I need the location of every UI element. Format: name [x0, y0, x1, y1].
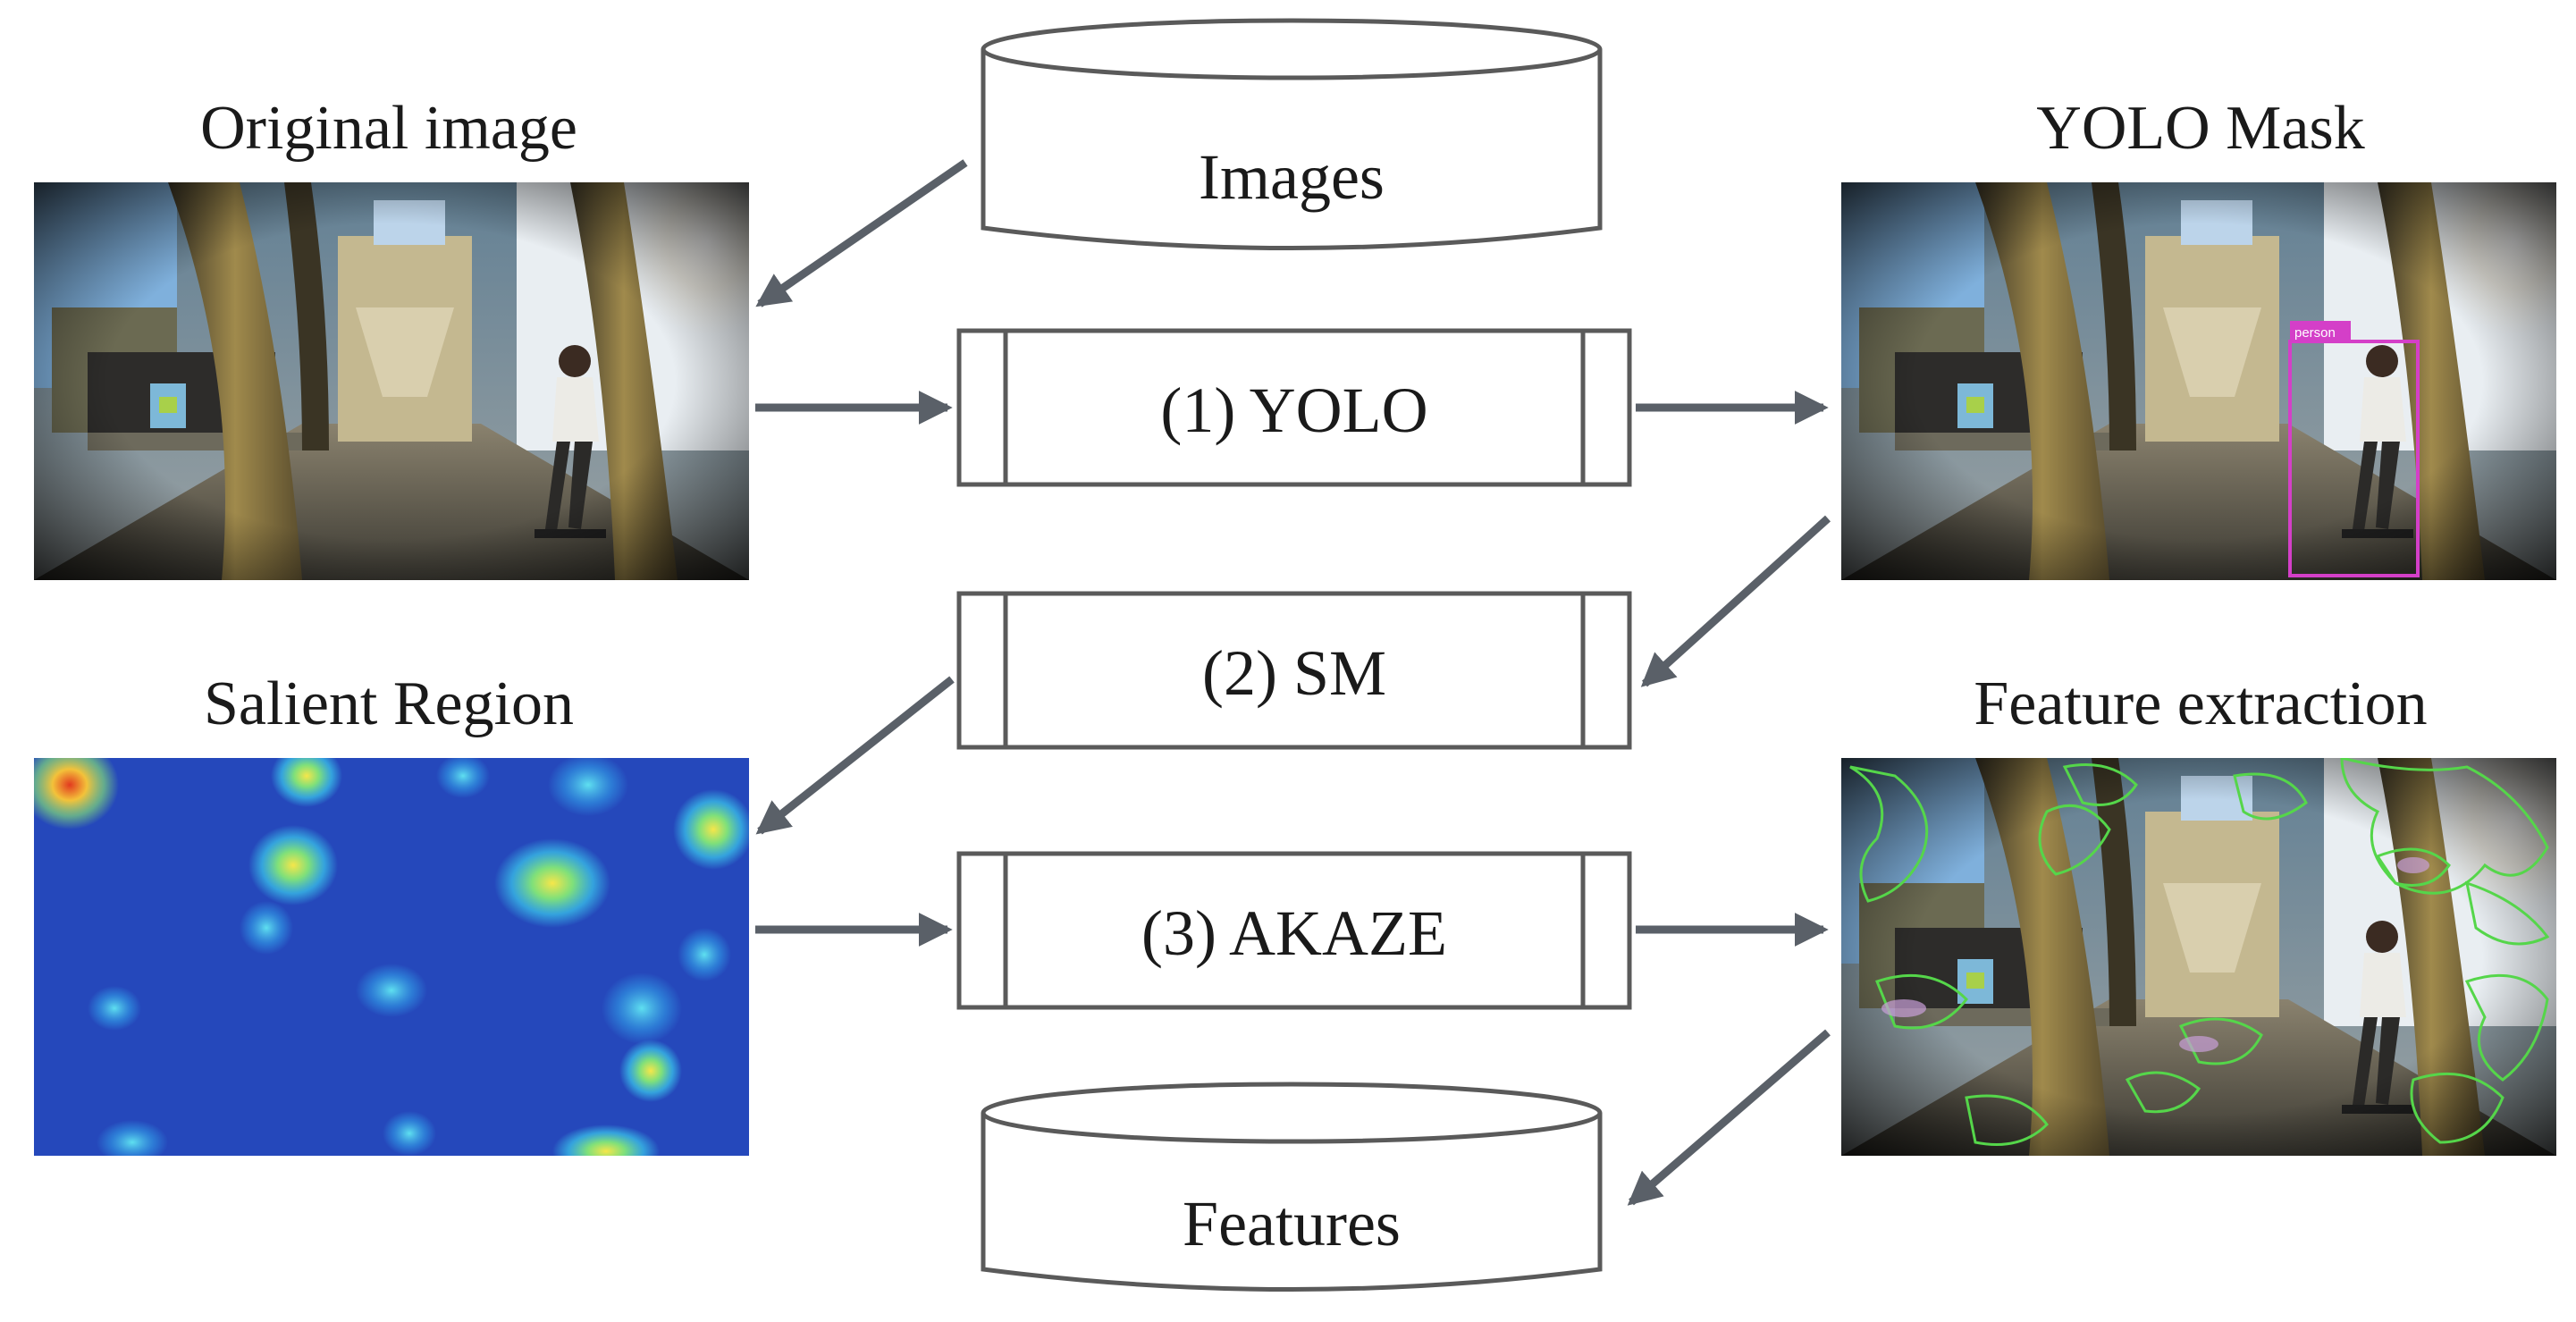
- caption-original-image: Original image: [200, 94, 577, 163]
- salient-region-heatmap: [34, 758, 749, 1156]
- images-database: Images: [981, 18, 1603, 250]
- original-image: [34, 182, 749, 580]
- process-yolo-label: (1) YOLO: [1160, 375, 1427, 446]
- caption-yolo-mask: YOLO Mask: [2036, 94, 2364, 163]
- arrow-sm-to-salient: [755, 676, 955, 835]
- process-akaze-label: (3) AKAZE: [1141, 897, 1447, 969]
- detection-box: [2288, 340, 2420, 577]
- process-yolo: (1) YOLO: [956, 328, 1632, 487]
- detection-label: person: [2294, 325, 2336, 341]
- process-sm: (2) SM: [956, 591, 1632, 750]
- caption-feature-extraction: Feature extraction: [1974, 669, 2427, 738]
- arrow-feature-to-features-db: [1627, 1029, 1831, 1206]
- caption-salient-region: Salient Region: [204, 669, 574, 738]
- feature-extraction-image: [1841, 758, 2556, 1156]
- arrow-images-to-original: [755, 159, 968, 307]
- arrow-mask-to-sm: [1640, 515, 1831, 687]
- yolo-mask-image: person: [1841, 182, 2556, 580]
- features-database-label: Features: [1183, 1188, 1401, 1259]
- process-sm-label: (2) SM: [1202, 637, 1386, 709]
- features-database: Features: [981, 1082, 1603, 1292]
- process-akaze: (3) AKAZE: [956, 851, 1632, 1010]
- images-database-label: Images: [1199, 141, 1385, 213]
